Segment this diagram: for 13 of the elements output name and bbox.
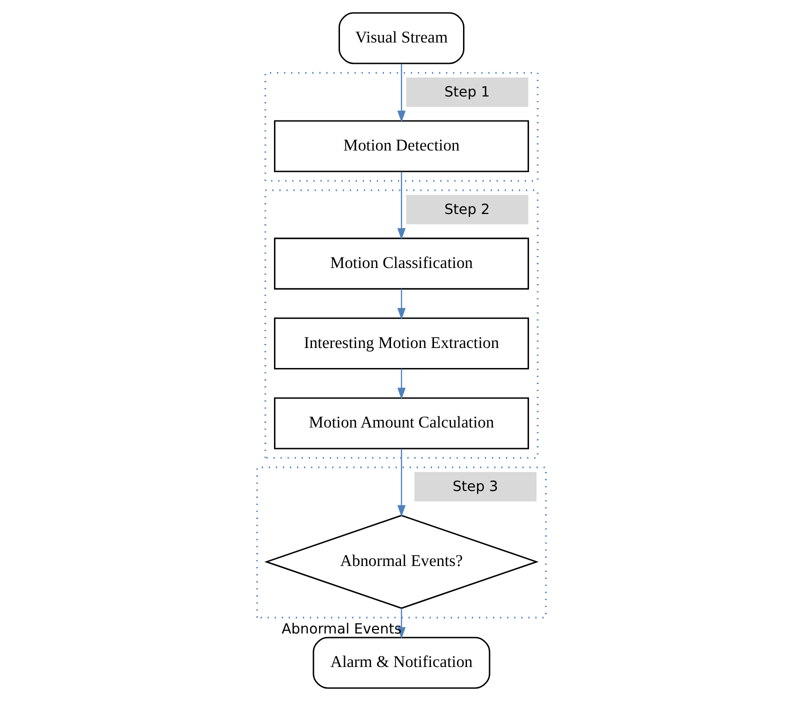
node-box: Motion Classification — [274, 238, 529, 290]
node-diamond: Abnormal Events? — [264, 514, 539, 609]
node-box: Alarm & Notification — [312, 636, 490, 689]
arrow — [397, 288, 406, 320]
arrow — [397, 172, 406, 240]
edge-label: Abnormal Events — [282, 622, 402, 638]
node-box: Motion Detection — [274, 120, 529, 172]
node-box: Motion Amount Calculation — [274, 397, 529, 450]
node-box: Visual Stream — [338, 12, 464, 64]
arrow — [397, 448, 406, 517]
arrow — [397, 64, 406, 122]
node-box: Interesting Motion Extraction — [274, 318, 529, 370]
arrow — [397, 368, 406, 400]
